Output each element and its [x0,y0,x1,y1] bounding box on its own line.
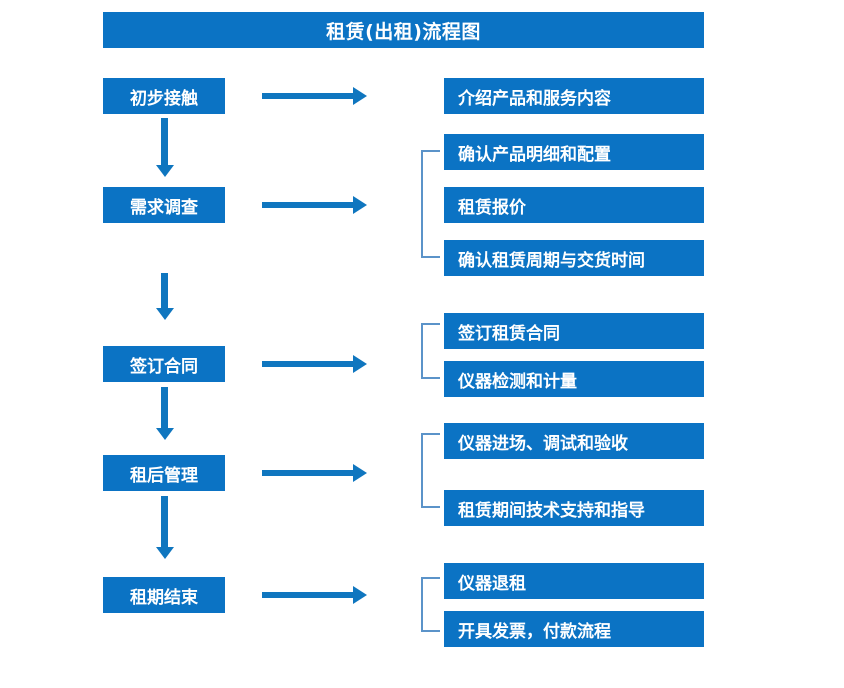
stage-node-2[interactable]: 需求调查 [103,187,225,223]
group-bracket-4 [421,433,440,508]
detail-node-3-2[interactable]: 仪器检测和计量 [444,361,704,397]
stage-node-1[interactable]: 初步接触 [103,78,225,114]
down-arrow-icon-3 [161,387,168,429]
detail-node-1-1[interactable]: 介绍产品和服务内容 [444,78,704,114]
right-arrow-icon-4 [262,470,354,476]
group-bracket-2 [421,150,440,258]
detail-node-4-2[interactable]: 租赁期间技术支持和指导 [444,490,704,526]
down-arrow-icon-1 [161,118,168,166]
right-arrow-icon-3 [262,361,354,367]
detail-node-2-3[interactable]: 确认租赁周期与交货时间 [444,240,704,276]
detail-node-5-2[interactable]: 开具发票，付款流程 [444,611,704,647]
detail-node-2-1[interactable]: 确认产品明细和配置 [444,134,704,170]
stage-node-5[interactable]: 租期结束 [103,577,225,613]
group-bracket-3 [421,323,440,379]
down-arrow-icon-2 [161,273,168,309]
detail-node-2-2[interactable]: 租赁报价 [444,187,704,223]
detail-node-3-1[interactable]: 签订租赁合同 [444,313,704,349]
detail-node-4-1[interactable]: 仪器进场、调试和验收 [444,423,704,459]
right-arrow-icon-2 [262,202,354,208]
group-bracket-5 [421,577,440,632]
detail-node-5-1[interactable]: 仪器退租 [444,563,704,599]
down-arrow-icon-4 [161,496,168,548]
stage-node-4[interactable]: 租后管理 [103,455,225,491]
stage-node-3[interactable]: 签订合同 [103,346,225,382]
right-arrow-icon-5 [262,592,354,598]
right-arrow-icon-1 [262,93,354,99]
page-title: 租赁(出租)流程图 [103,12,704,48]
